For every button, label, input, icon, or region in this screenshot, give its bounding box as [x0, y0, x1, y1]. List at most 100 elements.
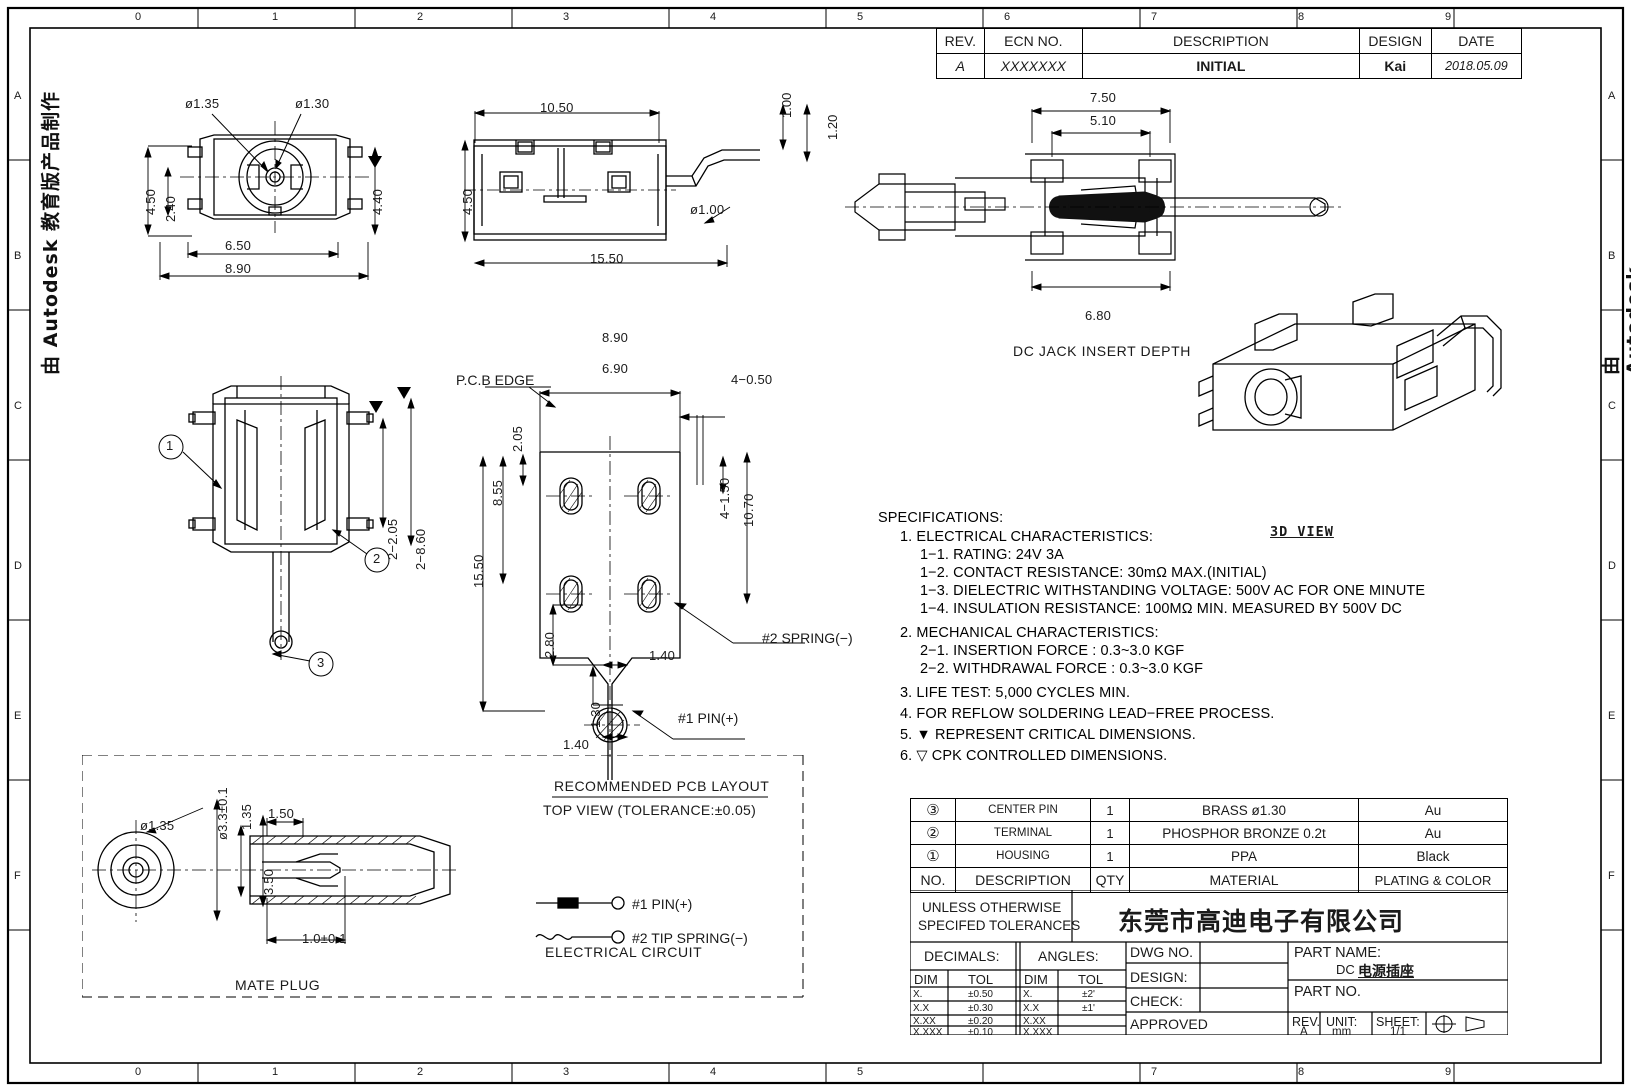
part-name-label: PART NAME:: [1294, 945, 1382, 961]
dim-mate-3-50: 3.50: [261, 868, 276, 895]
spec-line-2: 2. MECHANICAL CHARACTERISTICS:: [900, 625, 1159, 641]
dim-10-70: 10.70: [741, 493, 756, 527]
bom-qty-1: 1: [1090, 844, 1130, 868]
bom-header-qty: QTY: [1090, 867, 1130, 893]
tol-header-dim-1: DIM: [914, 972, 938, 987]
zone-row-e-left: E: [14, 710, 22, 722]
balloon-2-label: 2: [373, 551, 381, 566]
dim-8-90-pcb: 8.90: [602, 330, 629, 345]
dim-mate-1-35: 1.35: [239, 803, 254, 830]
spec-line-4: 4. FOR REFLOW SOLDERING LEAD−FREE PROCES…: [900, 706, 1275, 722]
bom-header-plating: PLATING & COLOR: [1358, 867, 1508, 893]
zone-row-e-right: E: [1608, 710, 1616, 722]
dim-6-50: 6.50: [225, 238, 252, 253]
zone-row-d-right: D: [1608, 560, 1616, 572]
dim-6-90: 6.90: [602, 361, 629, 376]
tol-header-dim-2: DIM: [1024, 972, 1048, 987]
bom-table: ③ CENTER PIN 1 BRASS ø1.30 Au ② TERMINAL…: [910, 798, 1508, 893]
tol-row-3-tol: ±0.10: [968, 1027, 993, 1038]
dim-mate-1-0: 1.0±0.1: [302, 931, 347, 946]
front-view-balloons: [158, 434, 390, 677]
zone-col-9-bottom: 9: [1445, 1066, 1452, 1078]
dim-1-20: 1.20: [825, 114, 840, 140]
bom-no-3: ③: [910, 798, 956, 822]
tol-header-tol-2: TOL: [1078, 972, 1104, 987]
tol-row-0-atol: ±2': [1082, 989, 1095, 1000]
side-view-geometry: [464, 139, 760, 241]
tol-header-tol-1: TOL: [968, 972, 994, 987]
dim-1-40-lower: 1.40: [563, 737, 590, 752]
rev-cell-description: INITIAL: [1081, 53, 1360, 79]
bom-desc-3: CENTER PIN: [955, 798, 1091, 822]
tol-row-1-adim: X.X: [1023, 1003, 1040, 1014]
rev-header-design: DESIGN: [1358, 28, 1432, 54]
tol-row-3-adim: X.XXX: [1023, 1027, 1053, 1038]
zone-col-7-top: 7: [1151, 11, 1158, 23]
zone-col-5-bottom: 5: [857, 1066, 864, 1078]
spec-line-2-2: 2−2. WITHDRAWAL FORCE : 0.3~3.0 KGF: [920, 661, 1204, 677]
rev-value: A: [1300, 1026, 1308, 1038]
zone-col-8-bottom: 8: [1298, 1066, 1305, 1078]
bom-no-2: ②: [910, 821, 956, 845]
dim-5-10: 5.10: [1090, 113, 1117, 128]
spec-line-6: 6. ▽ CPK CONTROLLED DIMENSIONS.: [900, 748, 1168, 764]
spec-line-1: 1. ELECTRICAL CHARACTERISTICS:: [900, 529, 1154, 545]
dim-1-40-upper: 1.40: [649, 648, 676, 663]
zone-row-f-left: F: [14, 870, 21, 882]
bom-desc-1: HOUSING: [955, 844, 1091, 868]
dim-dia-1-00: ø1.00: [690, 202, 725, 217]
tol-row-1-atol: ±1': [1082, 1003, 1095, 1014]
table-row: ② TERMINAL 1 PHOSPHOR BRONZE 0.2t Au: [910, 821, 1508, 845]
zone-row-d-left: D: [14, 560, 22, 572]
spec-line-5: 5. ▼ REPRESENT CRITICAL DIMENSIONS.: [900, 727, 1196, 743]
design-label: DESIGN:: [1130, 969, 1188, 985]
balloon-1-label: 1: [166, 438, 174, 453]
electrical-circuit-frame: [503, 755, 804, 998]
bom-header-row: NO. DESCRIPTION QTY MATERIAL PLATING & C…: [910, 867, 1508, 893]
dim-8-90-top: 8.90: [225, 261, 252, 276]
callout-spring: #2 SPRING(−): [762, 630, 853, 646]
title-block-frame: [910, 890, 1508, 1035]
pcb-title-underline: [552, 796, 768, 798]
decimals-label: DECIMALS:: [924, 948, 1000, 964]
zone-col-8-top: 8: [1298, 11, 1305, 23]
top-view-dimensions: [144, 145, 382, 280]
bom-plating-1: Black: [1358, 844, 1508, 868]
revision-header-row: REV. ECN NO. DESCRIPTION DESIGN DATE: [936, 28, 1523, 54]
side-view-dimensions: [461, 103, 811, 267]
dim-4-0-50: 4−0.50: [731, 372, 773, 387]
dim-mate-1-50: 1.50: [268, 806, 295, 821]
bom-material-3: BRASS ø1.30: [1129, 798, 1359, 822]
dim-15-50-side: 15.50: [590, 251, 624, 266]
zone-row-a-left: A: [14, 90, 22, 102]
angles-label: ANGLES:: [1038, 948, 1099, 964]
bom-header-description: DESCRIPTION: [955, 867, 1091, 893]
electrical-circuit-symbols: [535, 896, 625, 944]
watermark-left: 由 Autodesk 教育版产品制作: [40, 90, 62, 375]
dim-4-40: 4.40: [370, 188, 385, 215]
tol-row-2-adim: X.XX: [1023, 1016, 1046, 1027]
dim-1-00: 1.00: [779, 92, 794, 118]
three-d-view-geometry: [1198, 293, 1502, 431]
pcb-layout-subtitle: TOP VIEW (TOLERANCE:±0.05): [543, 802, 757, 818]
bom-header-no: NO.: [910, 867, 956, 893]
zone-col-2-bottom: 2: [417, 1066, 424, 1078]
rev-header-rev: REV.: [936, 28, 985, 54]
dim-7-50: 7.50: [1090, 90, 1117, 105]
sheet-label: SHEET:: [1376, 1015, 1420, 1029]
company-name: 东莞市高迪电子有限公司: [1118, 907, 1405, 936]
electrical-circuit-title: ELECTRICAL CIRCUIT: [545, 944, 703, 960]
dim-4-50-top: 4.50: [143, 188, 158, 215]
table-row: ③ CENTER PIN 1 BRASS ø1.30 Au: [910, 798, 1508, 822]
callout-pin: #1 PIN(+): [678, 710, 739, 726]
zone-col-0-bottom: 0: [135, 1066, 142, 1078]
watermark-right: 由 Autodesk 教育版产品制作: [1600, 266, 1631, 375]
top-view-leaders: [211, 113, 302, 173]
dim-mate-dia-1-35: ø1.35: [140, 818, 175, 833]
zone-col-0-top: 0: [135, 11, 142, 23]
tol-row-0-dim: X.: [913, 989, 923, 1000]
rev-cell-date: 2018.05.09: [1430, 53, 1523, 79]
spec-line-2-1: 2−1. INSERTION FORCE : 0.3~3.0 KGF: [920, 643, 1185, 659]
